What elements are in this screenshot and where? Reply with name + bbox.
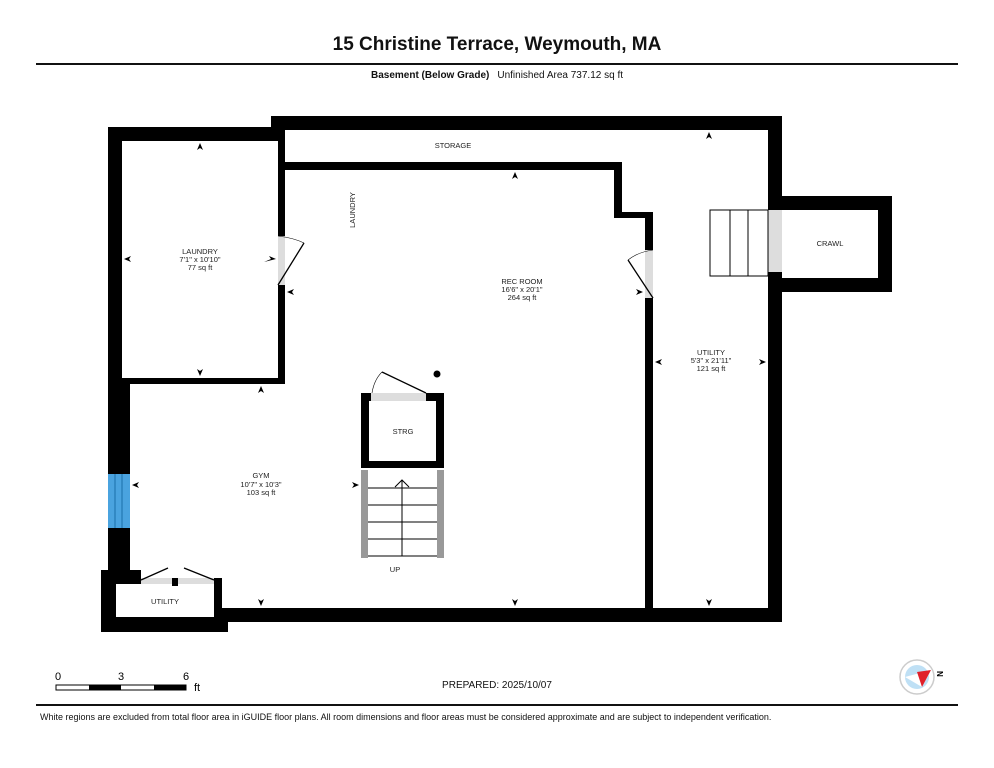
room-dims: 7'1" x 10'10" — [179, 255, 220, 264]
window-mullions — [114, 474, 123, 528]
floor-name: Basement (Below Grade) — [370, 70, 490, 81]
disclaimer: White regions are excluded from total fl… — [40, 712, 772, 722]
post-marker — [433, 370, 441, 378]
room-label: STRG — [393, 427, 414, 436]
room-label: STORAGE — [435, 141, 472, 150]
footer-divider — [36, 704, 958, 706]
prepared-date: PREPARED: 2025/10/07 — [442, 680, 552, 691]
room-area: 264 sq ft — [508, 293, 538, 302]
scale-tick: 0 — [55, 671, 61, 683]
scale-tick: 6 — [183, 671, 189, 683]
room-area: 121 sq ft — [697, 364, 727, 373]
door-openings — [141, 210, 782, 584]
door-swings — [140, 213, 769, 581]
room-label: CRAWL — [817, 239, 844, 248]
floor-area: Unfinished Area 737.12 sq ft — [497, 70, 623, 81]
room-dims: 5'3" x 21'11" — [691, 356, 732, 365]
room-dims: 16'6" x 20'1" — [501, 285, 542, 294]
room-name: LAUNDRY — [182, 247, 218, 256]
room-area: 103 sq ft — [247, 488, 277, 497]
header-divider — [36, 63, 958, 65]
compass-north: N — [935, 671, 944, 677]
main-stairs — [361, 470, 444, 558]
scale-unit: ft — [194, 682, 200, 694]
room-name: GYM — [252, 471, 269, 480]
room-label: UTILITY — [151, 597, 179, 606]
room-label: LAUNDRY — [348, 192, 357, 228]
scale-tick: 3 — [118, 671, 124, 683]
window — [108, 474, 130, 528]
room-dims: 10'7" x 10'3" — [240, 480, 281, 489]
room-area: 77 sq ft — [188, 263, 214, 272]
stairs-label: UP — [390, 565, 400, 574]
page-title: 15 Christine Terrace, Weymouth, MA — [332, 34, 662, 55]
room-name: UTILITY — [697, 348, 725, 357]
compass-icon: N — [899, 659, 944, 695]
floor-subtitle: Basement (Below Grade) Unfinished Area 73… — [0, 70, 994, 81]
scale-bar: 0 3 6 ft — [55, 671, 200, 694]
crawl-stairs — [709, 209, 769, 277]
dimension-arrows — [124, 132, 766, 606]
walls — [101, 116, 892, 632]
room-name: REC ROOM — [501, 277, 542, 286]
